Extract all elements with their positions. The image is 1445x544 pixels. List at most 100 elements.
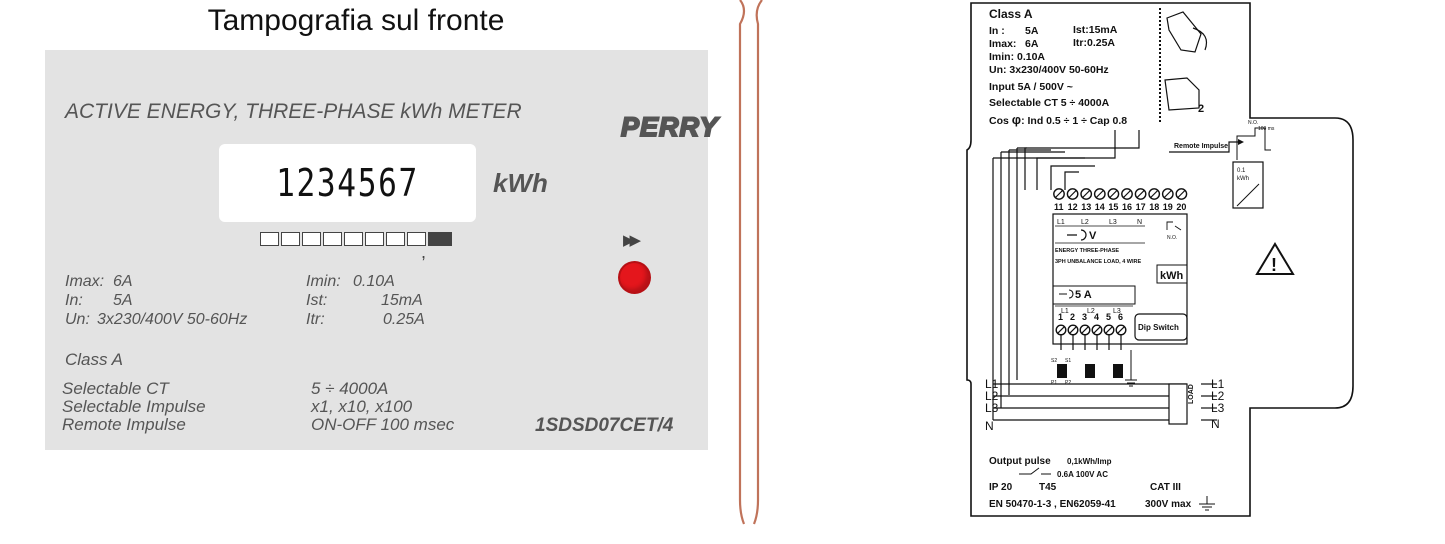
diag-input: Input 5A / 500V ~ bbox=[989, 81, 1073, 93]
diag-imax-value: 6A bbox=[1025, 38, 1039, 50]
segment-bar bbox=[260, 232, 452, 246]
current-input-icon bbox=[1059, 289, 1074, 299]
diag-kwh-mini: kWh bbox=[1237, 176, 1249, 182]
device-outline bbox=[966, 2, 1354, 517]
line-left-n: N bbox=[985, 419, 994, 433]
cb-l2: L2 bbox=[1087, 308, 1095, 315]
line-conductors bbox=[993, 383, 1217, 421]
diag-marker-2: 2 bbox=[1198, 103, 1204, 115]
no-contact-icon bbox=[1166, 221, 1182, 231]
warning-icon bbox=[1255, 242, 1295, 275]
feature-value-ct: 5 ÷ 4000A bbox=[311, 379, 389, 398]
diag-output-rate: 0,1kWh/Imp bbox=[1067, 457, 1112, 466]
meter-heading: ACTIVE ENERGY, THREE-PHASE kWh METER bbox=[65, 100, 522, 123]
arrow-icon bbox=[1238, 139, 1244, 145]
terminal-label: 20 bbox=[1176, 202, 1186, 212]
wire bbox=[1050, 165, 1095, 190]
terminal-label: 15 bbox=[1108, 202, 1118, 212]
terminal-label: 1 bbox=[1058, 312, 1063, 322]
segment bbox=[302, 232, 321, 246]
spec-value-imin: 0.10A bbox=[353, 273, 395, 290]
segment bbox=[260, 232, 279, 246]
pulse-led-icon bbox=[620, 263, 649, 292]
terminal-screw bbox=[1121, 188, 1133, 200]
ground-icon bbox=[1125, 350, 1137, 387]
terminal-label: 19 bbox=[1163, 202, 1173, 212]
terminal-label: 12 bbox=[1068, 202, 1078, 212]
spec-value-in: 5A bbox=[113, 292, 133, 309]
vb-l2: L2 bbox=[1081, 219, 1089, 226]
wire bbox=[1024, 130, 1140, 190]
decimal-comma-glyph: , bbox=[421, 242, 427, 262]
diag-output-rating: 0.6A 100V AC bbox=[1057, 470, 1108, 479]
spec-label-itr: Itr: bbox=[306, 311, 325, 328]
diag-temp: T45 bbox=[1039, 482, 1057, 493]
spec-value-ist: 15mA bbox=[381, 292, 423, 309]
vb-line1: ENERGY THREE-PHASE bbox=[1055, 248, 1119, 254]
spec-label-ist: Ist: bbox=[306, 292, 328, 309]
segment bbox=[407, 232, 426, 246]
segment bbox=[365, 232, 384, 246]
diag-phi: φ bbox=[1012, 112, 1021, 127]
diag-selectable-ct: Selectable CT 5 ÷ 4000A bbox=[989, 97, 1110, 109]
segment bbox=[386, 232, 405, 246]
terminal-label: 5 bbox=[1106, 312, 1111, 322]
fast-forward-icon: ▶▶ bbox=[623, 232, 641, 249]
pulse-counter-diagonal bbox=[1236, 183, 1260, 207]
wire bbox=[1064, 171, 1079, 190]
bracket-divider bbox=[738, 0, 763, 525]
terminal-screw bbox=[1066, 188, 1079, 200]
feature-label-remote: Remote Impulse bbox=[62, 415, 186, 434]
vb-symbol: V bbox=[1089, 230, 1097, 242]
remote-impulse-wire bbox=[1169, 141, 1241, 153]
diag-itr: Itr:0.25A bbox=[1073, 37, 1115, 49]
diag-in-value: 5A bbox=[1025, 25, 1039, 37]
l-feed-wires bbox=[992, 147, 1085, 420]
diag-cat: CAT III bbox=[1150, 482, 1181, 493]
terminal-label: 6 bbox=[1118, 312, 1123, 322]
load-label: LOAD bbox=[1188, 384, 1195, 404]
feature-value-impulse: x1, x10, x100 bbox=[311, 397, 413, 416]
diag-ratio: 0.1 bbox=[1237, 168, 1246, 174]
terminal-screw bbox=[1079, 324, 1091, 336]
spec-label-un: Un: bbox=[65, 311, 90, 328]
line-right-l1: L1 bbox=[1211, 377, 1225, 391]
ct-core bbox=[1113, 364, 1123, 378]
diag-output-pulse: Output pulse bbox=[989, 456, 1051, 467]
dip-switch-label: Dip Switch bbox=[1138, 323, 1179, 332]
terminal-screw bbox=[1107, 188, 1120, 200]
display-digits: 1234567 bbox=[276, 161, 419, 205]
diag-class: Class A bbox=[989, 7, 1033, 21]
segment-filled bbox=[428, 232, 452, 246]
bottom-terminal-row bbox=[1055, 324, 1127, 336]
terminal-label: 2 bbox=[1070, 312, 1075, 322]
terminal-screw bbox=[1053, 188, 1065, 200]
segment bbox=[344, 232, 363, 246]
current-block bbox=[1052, 285, 1136, 305]
terminal-label: 11 bbox=[1054, 202, 1064, 212]
supply-wires bbox=[1024, 130, 1140, 190]
terminal-label: 18 bbox=[1149, 202, 1159, 212]
line-left-l3: L3 bbox=[985, 401, 999, 415]
lcd-display: 1234567 bbox=[219, 144, 476, 222]
ct-core bbox=[1057, 364, 1067, 378]
spec-label-in: In: bbox=[65, 292, 83, 309]
brand-logo: PERRY bbox=[620, 111, 719, 143]
display-unit: kWh bbox=[493, 168, 548, 198]
diag-cosphi: Cos φ: Ind 0.5 ÷ 1 ÷ Cap 0.8 bbox=[989, 112, 1127, 127]
diag-imax-label: Imax: bbox=[989, 38, 1016, 50]
diag-un: Un: 3x230/400V 50-60Hz bbox=[989, 64, 1109, 76]
terminal-screw bbox=[1148, 188, 1161, 200]
ct-p2: P2 bbox=[1065, 380, 1071, 386]
vb-n: N bbox=[1137, 219, 1142, 226]
line-right-l3: L3 bbox=[1211, 401, 1225, 415]
wiring-diagram: Class A In : 5A Imax: 6A Imin: 0.10A Un:… bbox=[966, 2, 1354, 517]
diag-ip: IP 20 bbox=[989, 482, 1013, 493]
diag-in-label: In : bbox=[989, 25, 1005, 37]
terminal-label: 3 bbox=[1082, 312, 1087, 322]
diag-no-top: N.O. bbox=[1248, 120, 1258, 126]
segment bbox=[323, 232, 342, 246]
line-right-l2: L2 bbox=[1211, 389, 1225, 403]
mounting-sketch-icon bbox=[1166, 11, 1202, 53]
